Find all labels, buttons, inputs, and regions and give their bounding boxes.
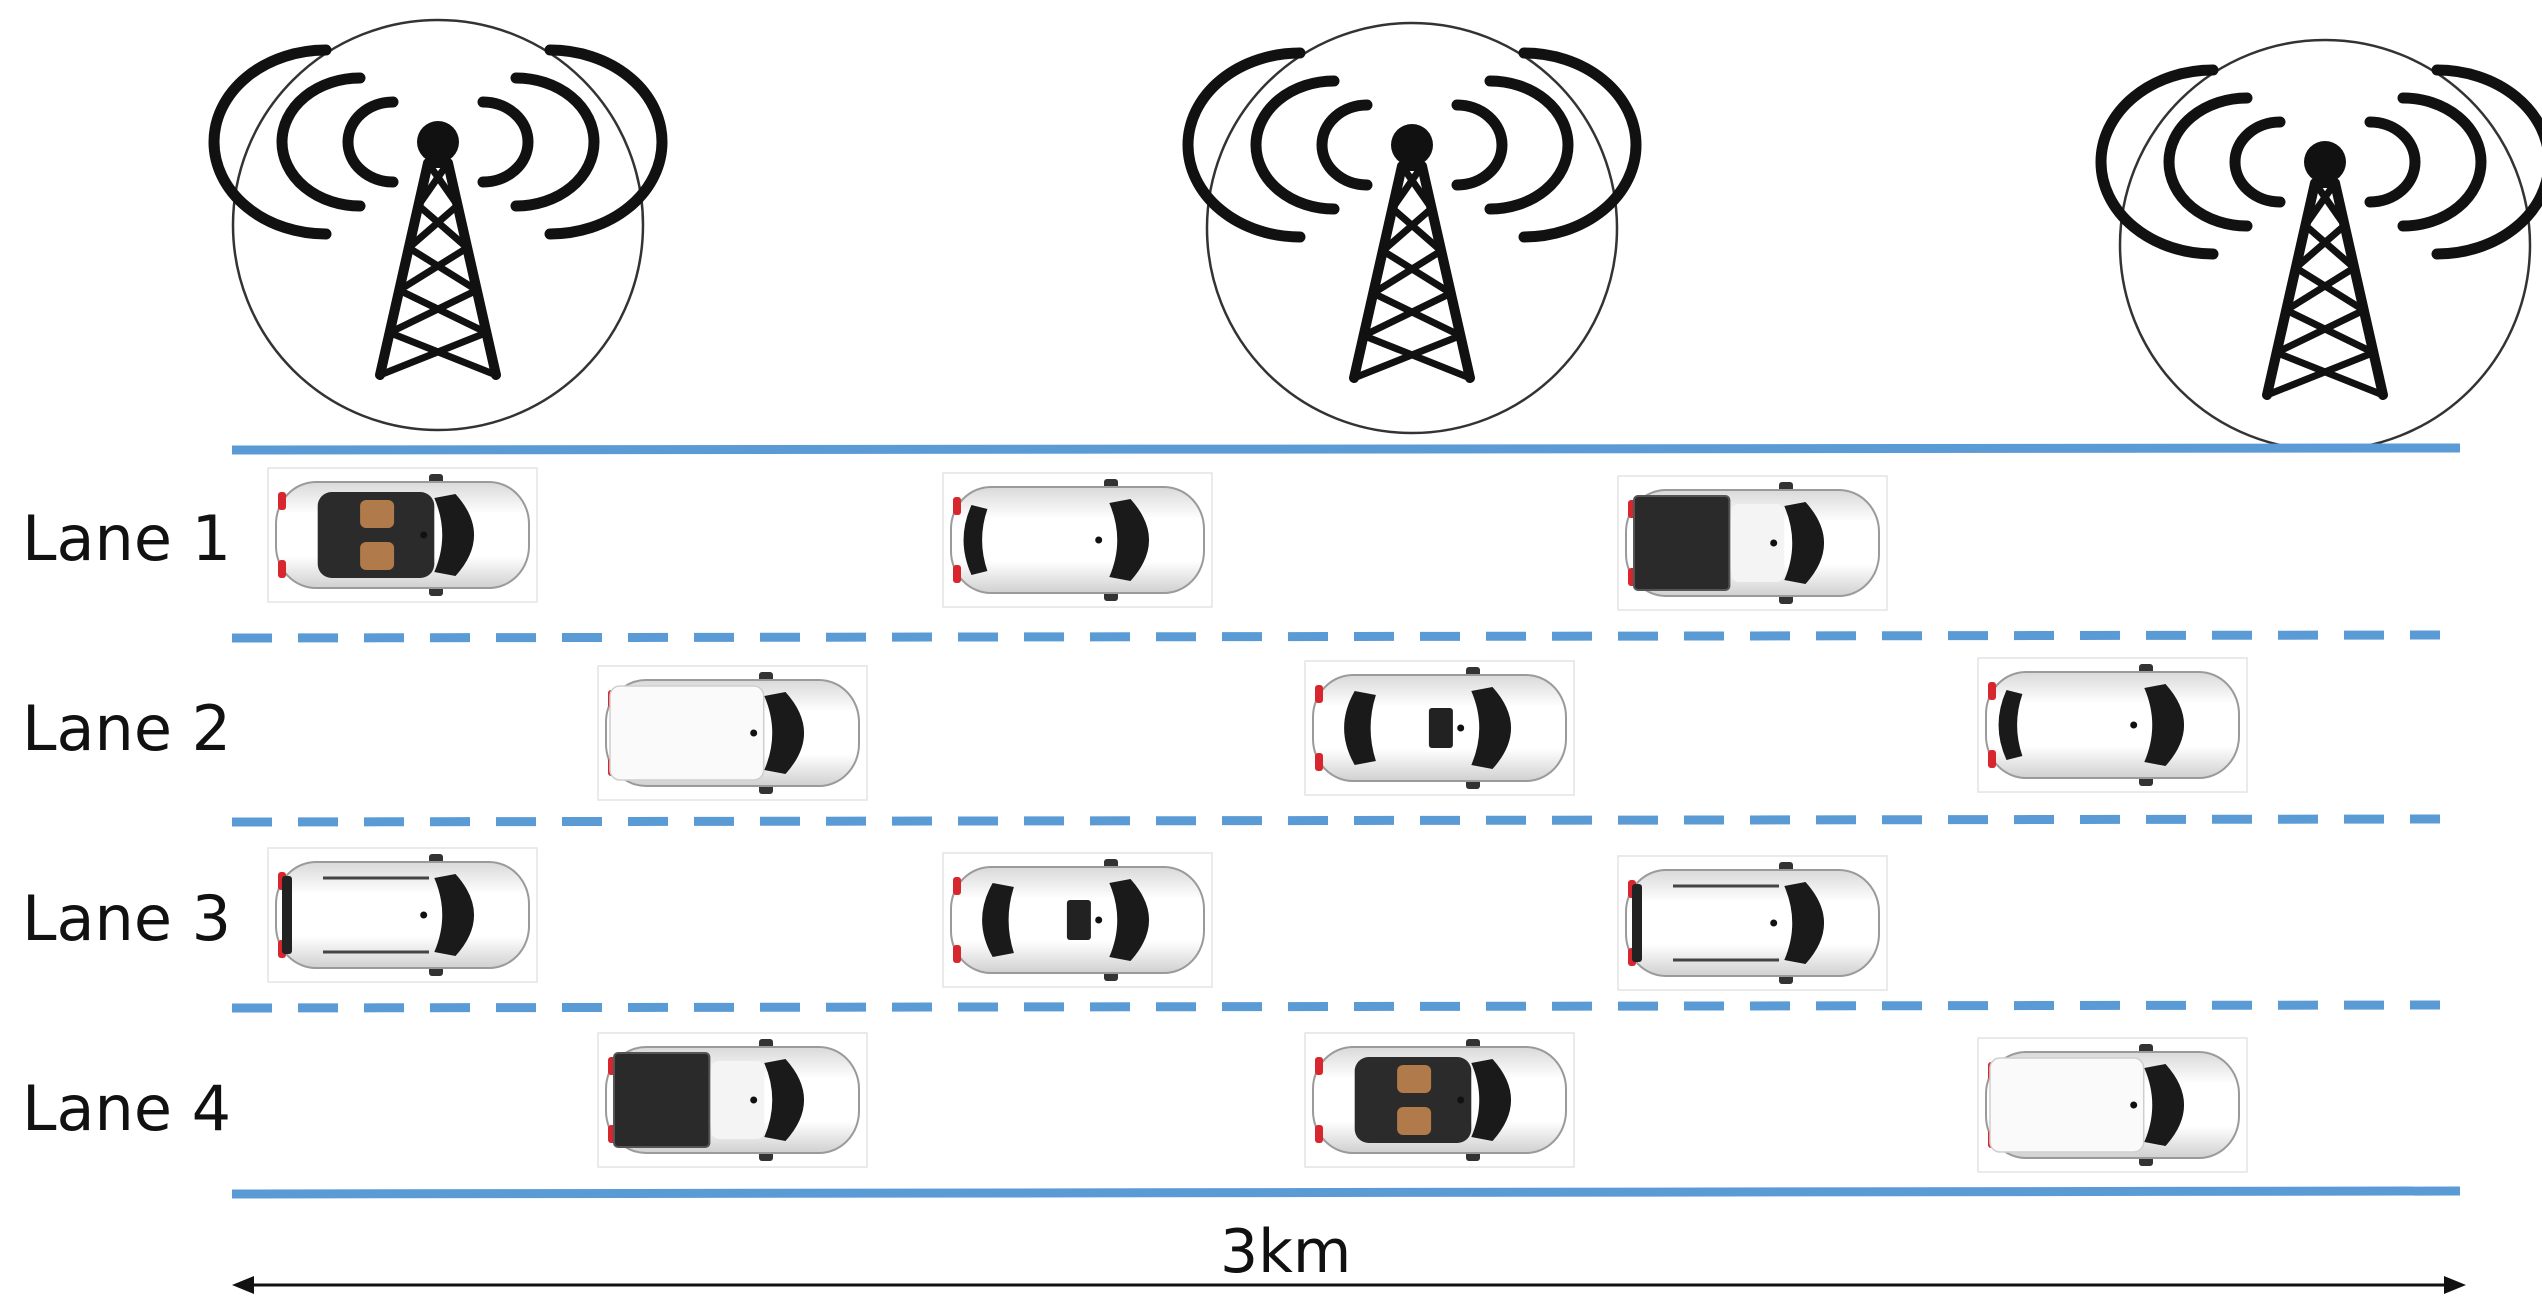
cell-tower-icon xyxy=(2095,38,2542,452)
road xyxy=(231,443,2461,1199)
car-van-icon xyxy=(1977,1037,2248,1173)
lane-divider-3 xyxy=(231,1000,2441,1013)
lane-label-1: Lane 1 xyxy=(22,502,232,575)
vehicles xyxy=(267,467,2248,1173)
lane-divider-1 xyxy=(231,630,2441,643)
car-sedan-icon xyxy=(942,852,1213,988)
car-sedan-icon xyxy=(1304,660,1575,796)
arrow-head-left xyxy=(232,1276,254,1294)
lane-label-4: Lane 4 xyxy=(22,1072,232,1145)
car-convertible-icon xyxy=(267,467,538,603)
distance-label: 3km xyxy=(1220,1217,1352,1287)
cell-tower-icon xyxy=(1182,21,1642,435)
car-pickup-icon xyxy=(1617,475,1888,611)
arrow-head-right xyxy=(2444,1276,2466,1294)
road-edge-top xyxy=(231,443,2461,455)
cell-towers xyxy=(208,18,2542,452)
road-edge-bottom xyxy=(231,1186,2461,1199)
car-suv-icon xyxy=(1617,855,1888,991)
lane-divider-2 xyxy=(231,814,2441,827)
car-hatchback-icon xyxy=(1977,657,2248,793)
car-pickup-icon xyxy=(597,1032,868,1168)
lane-label-3: Lane 3 xyxy=(22,882,232,955)
car-suv-icon xyxy=(267,847,538,983)
lane-label-2: Lane 2 xyxy=(22,692,232,765)
car-hatchback-icon xyxy=(942,472,1213,608)
car-convertible-icon xyxy=(1304,1032,1575,1168)
distance-arrow xyxy=(232,1276,2466,1294)
car-van-icon xyxy=(597,665,868,801)
cell-tower-icon xyxy=(208,18,668,432)
